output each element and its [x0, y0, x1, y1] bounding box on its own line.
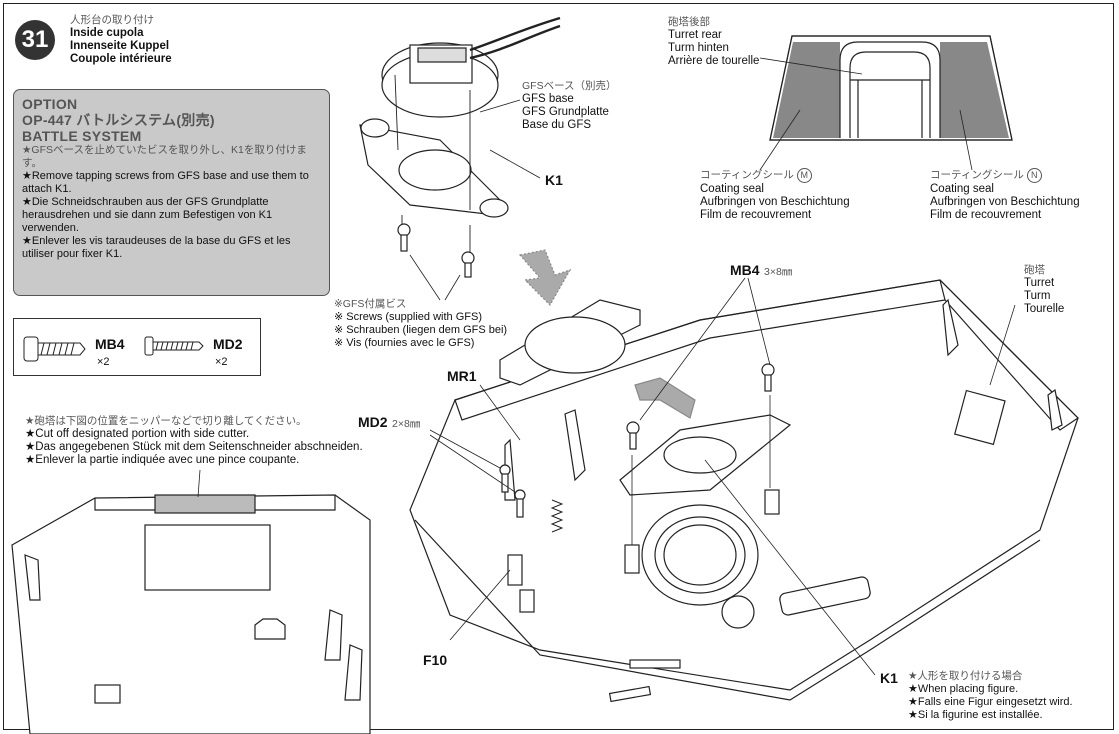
part-mb4-size: 3×8㎜: [764, 266, 793, 278]
gfs-base-en: GFS base: [522, 93, 574, 105]
option-line-fr: ★Enlever les vis taraudeuses de la base …: [22, 235, 291, 260]
figure-note-jp: ★人形を取り付ける場合: [908, 670, 1023, 682]
coating-m-en: Coating seal: [700, 183, 764, 195]
gfs-screws-jp: ※GFS付属ビス: [334, 298, 407, 310]
coating-seal-m-label: コーティングシール M Coating seal Aufbringen von …: [700, 168, 850, 222]
part-mr1: MR1: [447, 368, 477, 384]
gfs-base-label: GFSベース（別売） GFS base GFS Grundplatte Base…: [522, 80, 617, 132]
k1-plate-illustration: [359, 118, 509, 218]
screw-md2-code: MD2: [213, 336, 243, 352]
gfs-screws-en: ※ Screws (supplied with GFS): [334, 311, 482, 323]
cut-note-fr: ★Enlever la partie indiquée avec une pin…: [25, 454, 300, 466]
part-f10: F10: [423, 652, 448, 668]
part-mb4: MB4: [730, 262, 760, 278]
turret-de: Turm: [1024, 290, 1051, 302]
turret-rear-fr: Arrière de tourelle: [668, 55, 760, 67]
k1-mounted-illustration: [619, 414, 792, 496]
step-title: 人形台の取り付け Inside cupola Innenseite Kuppel…: [70, 14, 172, 66]
gfs-base-de: GFS Grundplatte: [522, 106, 609, 118]
turret-label: 砲塔 Turret Turm Tourelle: [1024, 264, 1064, 316]
page-frame: [3, 3, 1114, 730]
gfs-base-mounted-illustration: [499, 299, 641, 386]
screw-parts-box: [13, 318, 261, 376]
option-label: OPTION: [22, 96, 78, 112]
figure-note-de: ★Falls eine Figur eingesetzt wird.: [908, 696, 1073, 708]
md2-screw-illustration: [144, 336, 204, 356]
coating-n-mark: N: [1026, 168, 1042, 183]
coating-n-en: Coating seal: [930, 183, 994, 195]
step-title-jp: 人形台の取り付け: [70, 14, 154, 26]
part-mb4-label: MB4 3×8㎜: [730, 262, 792, 280]
turret-illustration: [409, 279, 1079, 703]
figure-note-fr: ★Si la figurine est installée.: [908, 709, 1043, 721]
cut-note: ★砲塔は下図の位置をニッパーなどで切り離してください。 ★Cut off des…: [25, 415, 363, 467]
turret-rear-illustration: [769, 35, 1013, 141]
gfs-screws-illustration: [397, 223, 475, 278]
option-line-de: ★Die Schneidschrauben aus der GFS Grundp…: [22, 196, 273, 234]
part-k1-bottom: K1: [880, 670, 898, 686]
step-title-de: Innenseite Kuppel: [70, 40, 170, 52]
option-line-jp: ★GFSベースを止めていたビスを取り外し、K1を取り付けます。: [22, 144, 307, 169]
gfs-screws-de: ※ Schrauben (liegen dem GFS bei): [334, 324, 508, 336]
part-md2-label: MD2 2×8㎜: [358, 414, 420, 432]
mb4-screw-illustration: [23, 336, 86, 362]
step-title-en: Inside cupola: [70, 27, 144, 39]
coating-seal-n-label: コーティングシール N Coating seal Aufbringen von …: [930, 168, 1080, 222]
cut-note-jp: ★砲塔は下図の位置をニッパーなどで切り離してください。: [25, 415, 307, 427]
option-line-en: ★Remove tapping screws from GFS base and…: [22, 170, 309, 195]
coating-m-fr: Film de recouvrement: [700, 209, 812, 221]
step-title-fr: Coupole intérieure: [70, 53, 172, 65]
step-number-badge: 31: [15, 20, 55, 60]
figure-note-en: ★When placing figure.: [908, 683, 1019, 695]
turret-rear-de: Turm hinten: [668, 42, 729, 54]
part-md2-size: 2×8㎜: [392, 418, 421, 430]
option-code: OP-447 バトルシステム(別売): [22, 112, 215, 128]
cut-note-de: ★Das angegebenen Stück mit dem Seitensch…: [25, 441, 363, 453]
coating-m-de: Aufbringen von Beschichtung: [700, 196, 850, 208]
coating-m-jp: コーティングシール: [700, 169, 794, 181]
coating-n-jp: コーティングシール: [930, 169, 1024, 181]
figure-note: ★人形を取り付ける場合 ★When placing figure. ★Falls…: [908, 670, 1073, 722]
turret-rear-label: 砲塔後部 Turret rear Turm hinten Arrière de …: [668, 16, 759, 68]
gfs-base-jp: GFSベース（別売）: [522, 80, 617, 92]
gfs-base-illustration: [381, 16, 561, 118]
gfs-base-fr: Base du GFS: [522, 119, 592, 131]
gfs-screws-fr: ※ Vis (fournies avec le GFS): [334, 337, 475, 349]
screw-mb4-code: MB4: [95, 336, 125, 352]
turret-fr: Tourelle: [1024, 303, 1065, 315]
coating-n-de: Aufbringen von Beschichtung: [930, 196, 1080, 208]
part-md2: MD2: [358, 414, 388, 430]
cut-note-en: ★Cut off designated portion with side cu…: [25, 428, 250, 440]
option-name: BATTLE SYSTEM: [22, 128, 142, 144]
part-k1-top: K1: [545, 172, 563, 188]
turret-en: Turret: [1024, 277, 1055, 289]
coating-n-fr: Film de recouvrement: [930, 209, 1042, 221]
cut-turret-illustration: [11, 494, 371, 734]
screw-mb4-qty: ×2: [97, 356, 110, 368]
gfs-screws-label: ※GFS付属ビス ※ Screws (supplied with GFS) ※ …: [334, 298, 507, 350]
coating-m-mark: M: [796, 168, 812, 183]
turret-jp: 砲塔: [1024, 264, 1045, 276]
option-box: OPTION OP-447 バトルシステム(別売) BATTLE SYSTEM …: [13, 89, 330, 296]
turret-rear-en: Turret rear: [668, 29, 722, 41]
turret-rear-jp: 砲塔後部: [668, 16, 710, 28]
screw-md2-qty: ×2: [215, 356, 228, 368]
